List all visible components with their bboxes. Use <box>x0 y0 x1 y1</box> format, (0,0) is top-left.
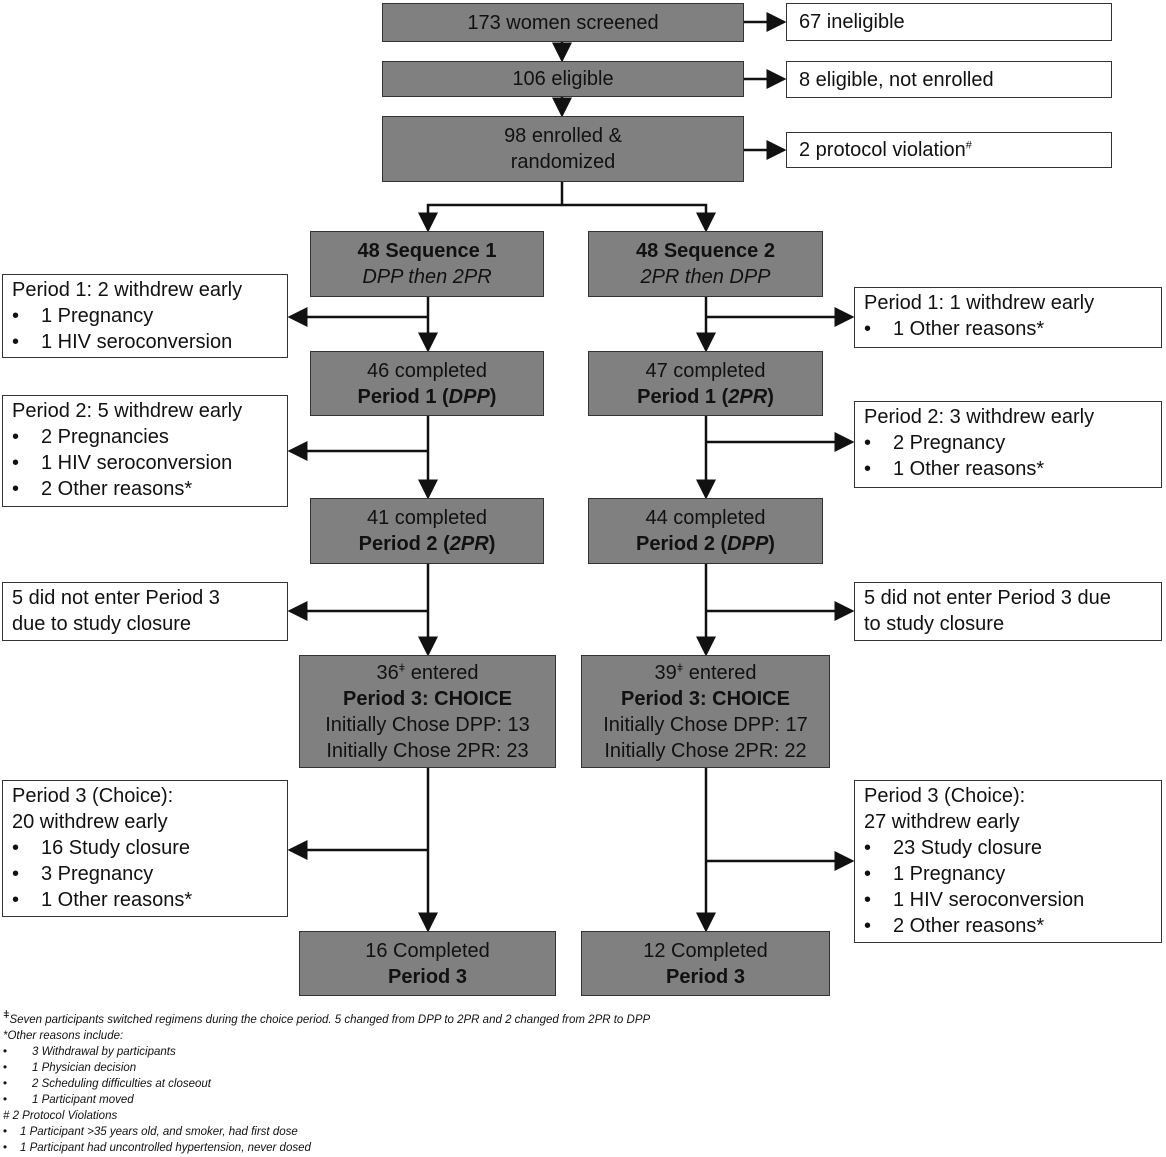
list-item: 2 Pregnancy <box>864 430 1152 456</box>
footnote-item: •1 Participant >35 years old, and smoker… <box>3 1126 298 1138</box>
eligible-text: 106 eligible <box>512 68 614 90</box>
period-label: Period 2 (DPP) <box>636 533 775 555</box>
final-period-text: Period 3 <box>388 965 467 988</box>
violation-text: 2 protocol violation# <box>799 139 972 161</box>
seq2-period1-withdraw-box: Period 1: 1 withdrew early1 Other reason… <box>854 287 1162 348</box>
seq1-period1-withdraw-box: Period 1: 2 withdrew early1 Pregnancy1 H… <box>2 274 288 358</box>
final-period-text: Period 3 <box>666 965 745 988</box>
screened-box: 173 women screened <box>382 3 744 42</box>
seq1-not-enter-box: 5 did not enter Period 3 due to study clo… <box>2 582 288 641</box>
seq2-period3-withdraw-box: Period 3 (Choice): 27 withdrew early23 St… <box>854 780 1162 943</box>
screened-text: 173 women screened <box>467 11 659 34</box>
list-item: 1 Pregnancy <box>864 861 1152 887</box>
chose-dpp-text: Initially Chose DPP: 17 <box>603 713 808 736</box>
connector-lines <box>287 12 855 933</box>
sequence-2-box: 48 Sequence 2 2PR then DPP <box>588 231 823 297</box>
chose-2pr-text: Initially Chose 2PR: 23 <box>326 739 529 762</box>
footnote-item: •3 Withdrawal by participants <box>3 1046 176 1058</box>
footnote-item: •1 Participant moved <box>3 1094 134 1106</box>
seq1-period2-withdraw-box: Period 2: 5 withdrew early2 Pregnancies1… <box>2 395 288 507</box>
period3-title: Period 3: CHOICE <box>621 687 790 710</box>
footnote-item: •2 Scheduling difficulties at closeout <box>3 1078 211 1090</box>
footnote-violation-title: # 2 Protocol Violations <box>3 1110 118 1122</box>
violation-box: 2 protocol violation# <box>786 132 1112 168</box>
enrolled-text: 98 enrolled & <box>504 125 622 147</box>
withdraw-title: Period 2: 3 withdrew early <box>864 406 1095 428</box>
withdraw-title: Period 2: 5 withdrew early <box>12 400 243 422</box>
seq2-not-enter-box: 5 did not enter Period 3 due to study clo… <box>854 582 1162 641</box>
chose-2pr-text: Initially Chose 2PR: 22 <box>604 739 807 762</box>
withdraw-subtitle: 20 withdrew early <box>12 811 168 833</box>
list-item: 1 Other reasons* <box>864 316 1152 342</box>
withdraw-title: Period 3 (Choice): <box>12 785 174 807</box>
list-item: 2 Other reasons* <box>12 476 278 502</box>
final-completed-text: 16 Completed <box>365 939 490 962</box>
list-item: 2 Other reasons* <box>864 913 1152 939</box>
list-item: 1 Other reasons* <box>864 456 1152 482</box>
footnotes: ǂSeven participants switched regimens du… <box>3 1009 651 1156</box>
final-completed-text: 12 Completed <box>643 939 768 962</box>
entered-text: 39ǂ entered <box>654 661 757 684</box>
list-item: 16 Study closure <box>12 835 278 861</box>
list-item: 1 Pregnancy <box>12 303 278 329</box>
sequence-1-subtitle: DPP then 2PR <box>362 266 492 288</box>
list-item: 23 Study closure <box>864 835 1152 861</box>
footnote-item: •1 Participant had uncontrolled hyperten… <box>3 1142 311 1154</box>
entered-text: 36ǂ entered <box>376 661 479 684</box>
seq1-period3-withdraw-box: Period 3 (Choice): 20 withdrew early16 St… <box>2 780 288 917</box>
footnote-switch: ǂSeven participants switched regimens du… <box>3 1009 651 1026</box>
ineligible-box: 67 ineligible <box>786 3 1112 41</box>
chose-dpp-text: Initially Chose DPP: 13 <box>325 713 530 736</box>
list-item: 3 Pregnancy <box>12 861 278 887</box>
period-label: Period 2 (2PR) <box>358 533 496 555</box>
period-label: Period 1 (DPP) <box>357 385 497 408</box>
withdraw-title: Period 1: 2 withdrew early <box>12 279 243 301</box>
list-item: 1 HIV seroconversion <box>864 887 1152 913</box>
completed-text: 46 completed <box>366 359 488 382</box>
list-item: 1 HIV seroconversion <box>12 329 278 355</box>
eligible-box: 106 eligible <box>382 61 744 97</box>
split-line <box>426 203 708 230</box>
withdraw-title: Period 1: 1 withdrew early <box>864 292 1095 314</box>
not-enter-text: 5 did not enter Period 3 due <box>864 587 1111 609</box>
enrolled-box: 98 enrolled & randomized <box>382 116 744 182</box>
sequence-1-box: 48 Sequence 1 DPP then 2PR <box>310 231 544 297</box>
sequence-2-subtitle: 2PR then DPP <box>640 266 771 288</box>
ineligible-text: 67 ineligible <box>799 11 905 33</box>
withdraw-subtitle: 27 withdrew early <box>864 811 1020 833</box>
period3-title: Period 3: CHOICE <box>343 687 512 710</box>
period-label: Period 1 (2PR) <box>637 385 774 408</box>
seq2-period2-withdraw-box: Period 2: 3 withdrew early2 Pregnancy1 O… <box>854 401 1162 488</box>
not-enrolled-box: 8 eligible, not enrolled <box>786 61 1112 98</box>
list-item: 1 Other reasons* <box>12 887 278 913</box>
not-enter-text: due to study closure <box>12 613 191 635</box>
completed-text: 47 completed <box>645 359 766 382</box>
footnote-item: •1 Physician decision <box>3 1062 137 1074</box>
not-enter-text: 5 did not enter Period 3 <box>12 587 220 609</box>
not-enrolled-text: 8 eligible, not enrolled <box>799 68 994 91</box>
randomized-text: randomized <box>510 151 616 173</box>
list-item: 1 HIV seroconversion <box>12 450 278 476</box>
list-item: 2 Pregnancies <box>12 424 278 450</box>
not-enter-text: to study closure <box>864 613 1005 635</box>
completed-text: 41 completed <box>366 507 488 529</box>
sequence-2-title: 48 Sequence 2 <box>636 240 775 262</box>
withdraw-title: Period 3 (Choice): <box>864 785 1026 807</box>
completed-text: 44 completed <box>645 507 766 529</box>
footnote-other-title: *Other reasons include: <box>3 1030 124 1042</box>
sequence-1-title: 48 Sequence 1 <box>357 240 497 262</box>
